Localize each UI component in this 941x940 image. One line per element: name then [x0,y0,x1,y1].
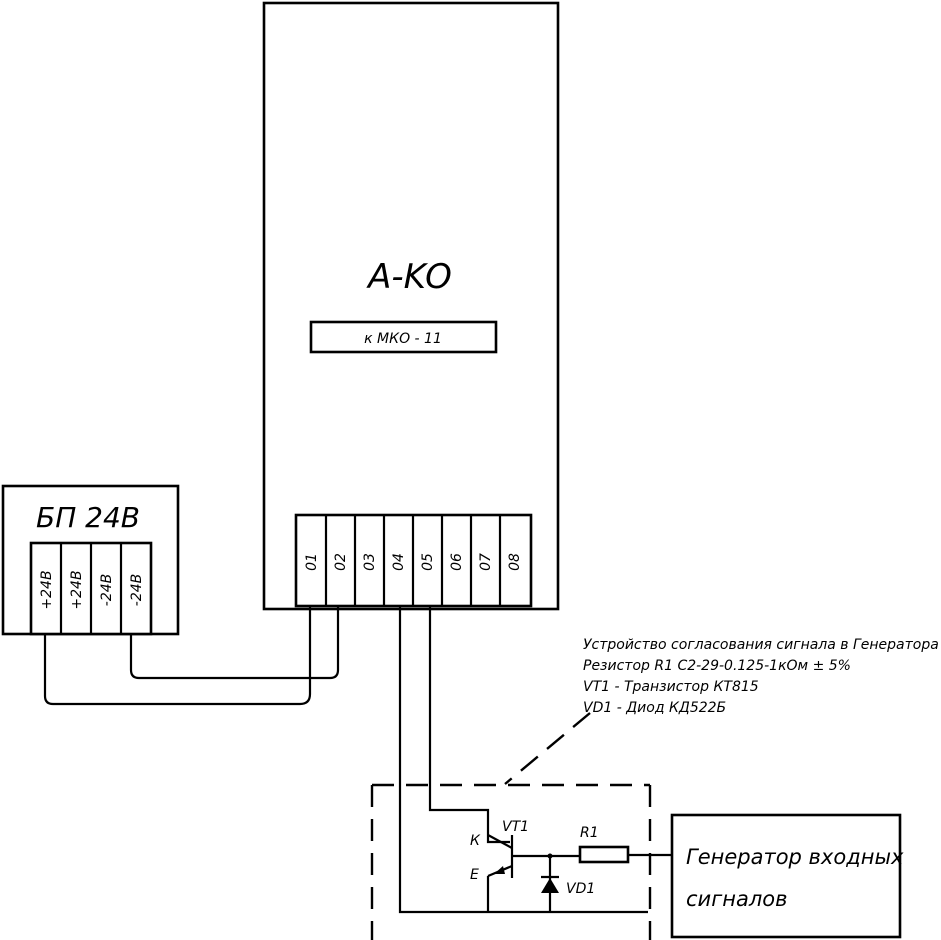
signal-wires [398,606,648,914]
note-line-3: VT1 - Транзистор КТ815 [583,679,759,695]
ps-terminal-1: +24В [39,570,55,609]
terminal-01: 01 [304,553,320,571]
ps-terminal-4: -24В [129,574,145,606]
module-label: к МКО - 11 [364,331,442,347]
terminal-03: 03 [362,553,378,571]
note-line-4: VD1 - Диод КД522Б [583,700,726,716]
power-wires [43,606,340,706]
interface-enclosure [370,783,652,940]
note-line-1: Устройство согласования сигнала в Генера… [583,637,939,653]
transistor-vt1: VT1 К Е [470,819,580,912]
power-supply-title: БП 24В [36,501,140,534]
ps-terminal-3: -24В [99,574,115,606]
module-a-ko: A-KO к МКО - 11 01 02 03 04 05 06 07 08 [262,1,560,611]
terminal-07: 07 [478,553,494,571]
diode-vd1: VD1 [541,853,595,912]
emitter-label: Е [470,867,479,883]
signal-generator: Генератор входных сигналов [670,813,904,939]
terminal-06: 06 [449,553,465,571]
vd1-label: VD1 [566,881,595,897]
generator-line-2: сигналов [686,887,787,911]
power-supply: БП 24В +24В +24В -24В -24В [1,484,180,636]
module-terminal-block: 01 02 03 04 05 06 07 08 [294,513,533,608]
generator-line-1: Генератор входных [686,845,904,869]
terminal-04: 04 [391,553,407,571]
terminal-08: 08 [507,553,523,571]
ps-terminal-2: +24В [69,570,85,609]
note-line-2: Резистор R1 С2-29-0.125-1кОм ± 5% [583,658,851,674]
terminal-05: 05 [420,553,436,571]
resistor-r1: R1 [578,825,672,864]
module-body [262,1,560,611]
r1-label: R1 [580,825,599,841]
module-label-box [309,320,498,354]
note-leader-line [504,712,591,785]
collector-label: К [470,833,481,849]
terminal-02: 02 [333,553,349,571]
generator-body [670,813,902,939]
interface-note: Устройство согласования сигнала в Генера… [583,637,939,716]
vt1-label: VT1 [502,819,529,835]
module-title: A-KO [366,257,452,297]
